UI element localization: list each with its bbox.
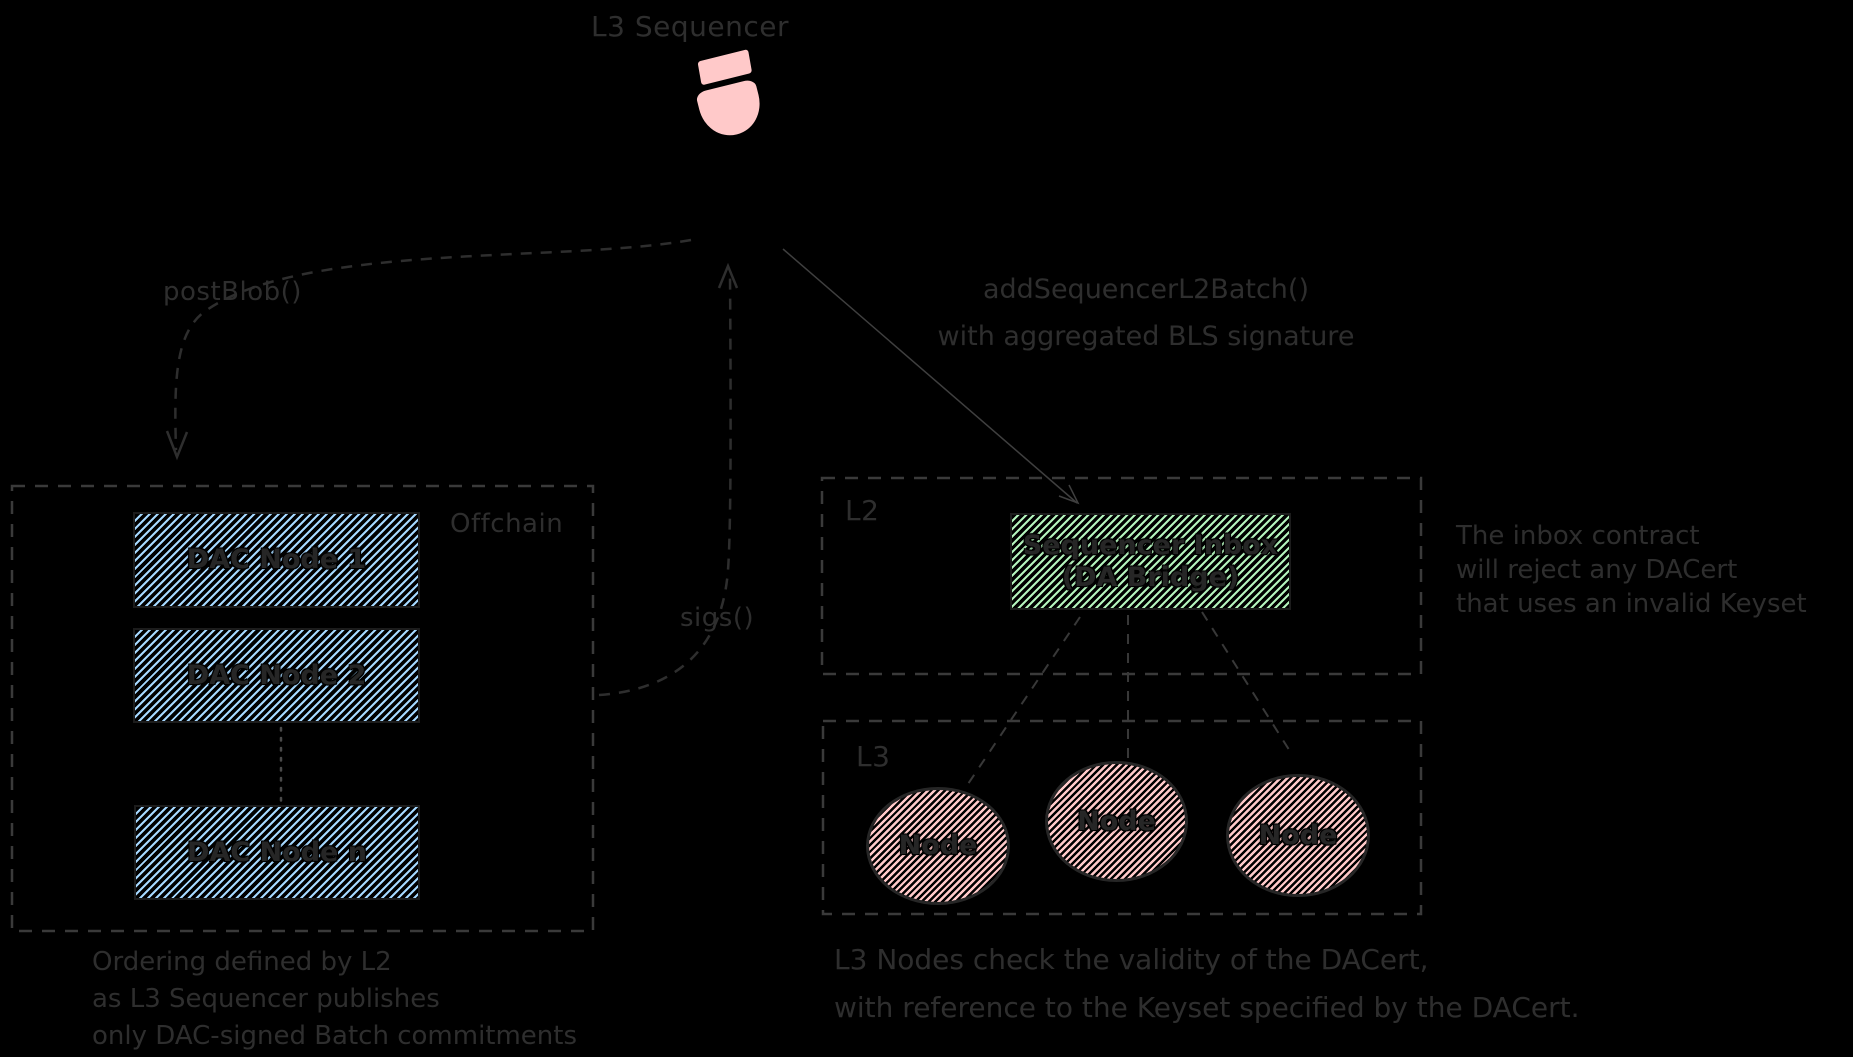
sigs-arrowhead-icon: [717, 262, 739, 289]
sequencer-inbox-box: Sequencer Inbox (DA Bridge): [1010, 513, 1291, 610]
dac-node-1-box: DAC Node 1: [133, 512, 420, 608]
l3-container-border: [821, 719, 1423, 916]
l3-node-2-label: Node: [1077, 805, 1156, 837]
l3-nodes-note: L3 Nodes check the validity of the DACer…: [834, 936, 1580, 1032]
l3-node-2-ellipse: Node: [1045, 761, 1188, 882]
addbatch-arrowhead-icon: [1058, 484, 1080, 505]
dac-node-2-label: DAC Node 2: [186, 659, 367, 691]
ordering-note-line2: as L3 Sequencer publishes: [92, 984, 440, 1014]
l3-node-1-label: Node: [898, 830, 978, 861]
l3-node-1-ellipse: Node: [866, 787, 1010, 905]
inbox-note-line3: that uses an invalid Keyset: [1456, 589, 1807, 619]
inbox-to-node1-connector: [965, 616, 1081, 788]
l3-node-3-label: Node: [1258, 819, 1338, 851]
sigs-arrow: [598, 274, 732, 697]
ordering-note-line3: only DAC-signed Batch commitments: [92, 1021, 578, 1051]
offchain-label: Offchain: [450, 509, 564, 539]
dac-node-n-box: DAC Node n: [134, 805, 420, 900]
l3-nodes-note-line2: with reference to the Keyset specified b…: [834, 991, 1580, 1024]
ordering-note: Ordering defined by L2 as L3 Sequencer p…: [92, 944, 577, 1055]
diagram-title: L3 Sequencer: [591, 10, 789, 43]
addbatch-arrow: [782, 248, 1078, 504]
dac-node-2-box: DAC Node 2: [133, 628, 420, 723]
addbatch-label-line1: addSequencerL2Batch(): [982, 274, 1309, 305]
person-icon-head: [695, 78, 767, 142]
inbox-note: The inbox contract will reject any DACer…: [1456, 519, 1807, 621]
addbatch-label: addSequencerL2Batch() with aggregated BL…: [905, 266, 1387, 360]
offchain-container-border: [10, 484, 595, 933]
sequencer-inbox-line2: (DA Bridge): [1061, 561, 1240, 593]
l2-label: L2: [845, 494, 880, 527]
l3-label: L3: [856, 740, 891, 773]
postblob-arrow: [174, 238, 692, 451]
inbox-to-node3-connector: [1201, 611, 1294, 757]
dac-node-n-label: DAC Node n: [187, 836, 367, 868]
l2-container-border: [820, 476, 1423, 676]
sequencer-inbox-line1: Sequencer Inbox: [1022, 529, 1279, 561]
inbox-note-line2: will reject any DACert: [1456, 555, 1738, 585]
postblob-label: postBlob(): [163, 277, 302, 307]
l3-nodes-note-line1: L3 Nodes check the validity of the DACer…: [834, 943, 1429, 976]
sequencer-inbox-label: Sequencer Inbox (DA Bridge): [1023, 530, 1278, 594]
inbox-note-line1: The inbox contract: [1456, 521, 1700, 551]
dac-node-1-label: DAC Node 1: [186, 544, 367, 575]
sigs-label: sigs(): [680, 603, 755, 633]
ordering-note-line1: Ordering defined by L2: [92, 947, 392, 977]
postblob-arrowhead-icon: [165, 430, 189, 461]
addbatch-label-line2: with aggregated BLS signature: [937, 321, 1355, 352]
l3-node-3-ellipse: Node: [1226, 774, 1370, 897]
